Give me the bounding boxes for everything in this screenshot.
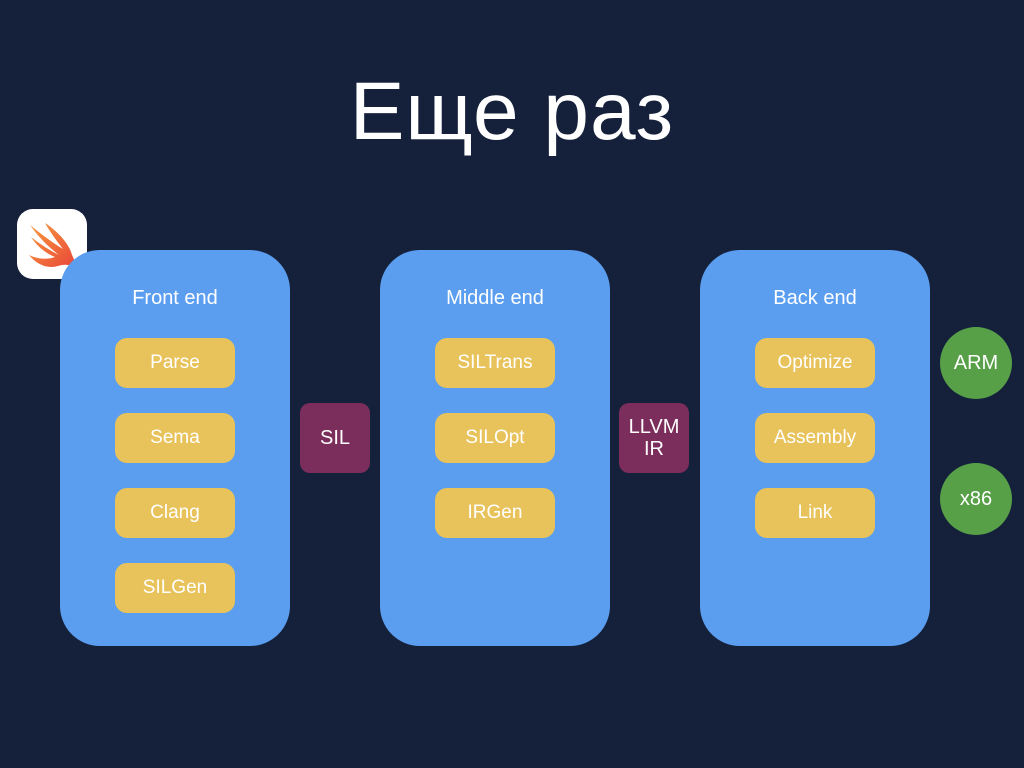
step-clang: Clang: [115, 488, 235, 538]
stage-panel-back-end: Back end Optimize Assembly Link: [700, 250, 930, 646]
step-siltrans: SILTrans: [435, 338, 555, 388]
target-arm: ARM: [940, 327, 1012, 399]
ir-llvm-line2: IR: [644, 438, 664, 460]
ir-llvm-badge: LLVM IR: [619, 403, 689, 473]
step-silopt: SILOpt: [435, 413, 555, 463]
slide-title: Еще раз: [349, 66, 675, 157]
step-optimize: Optimize: [755, 338, 875, 388]
stage-title: Back end: [773, 287, 857, 309]
step-parse: Parse: [115, 338, 235, 388]
step-link: Link: [755, 488, 875, 538]
stage-panel-front-end: Front end Parse Sema Clang SILGen: [60, 250, 290, 646]
step-sema: Sema: [115, 413, 235, 463]
stage-title: Middle end: [446, 287, 544, 309]
stage-panel-middle-end: Middle end SILTrans SILOpt IRGen: [380, 250, 610, 646]
step-assembly: Assembly: [755, 413, 875, 463]
target-x86: x86: [940, 463, 1012, 535]
step-irgen: IRGen: [435, 488, 555, 538]
ir-llvm-line1: LLVM: [628, 416, 680, 438]
step-silgen: SILGen: [115, 563, 235, 613]
swift-logo-icon: [17, 209, 87, 279]
stage-title: Front end: [132, 287, 218, 309]
ir-sil-badge: SIL: [300, 403, 370, 473]
